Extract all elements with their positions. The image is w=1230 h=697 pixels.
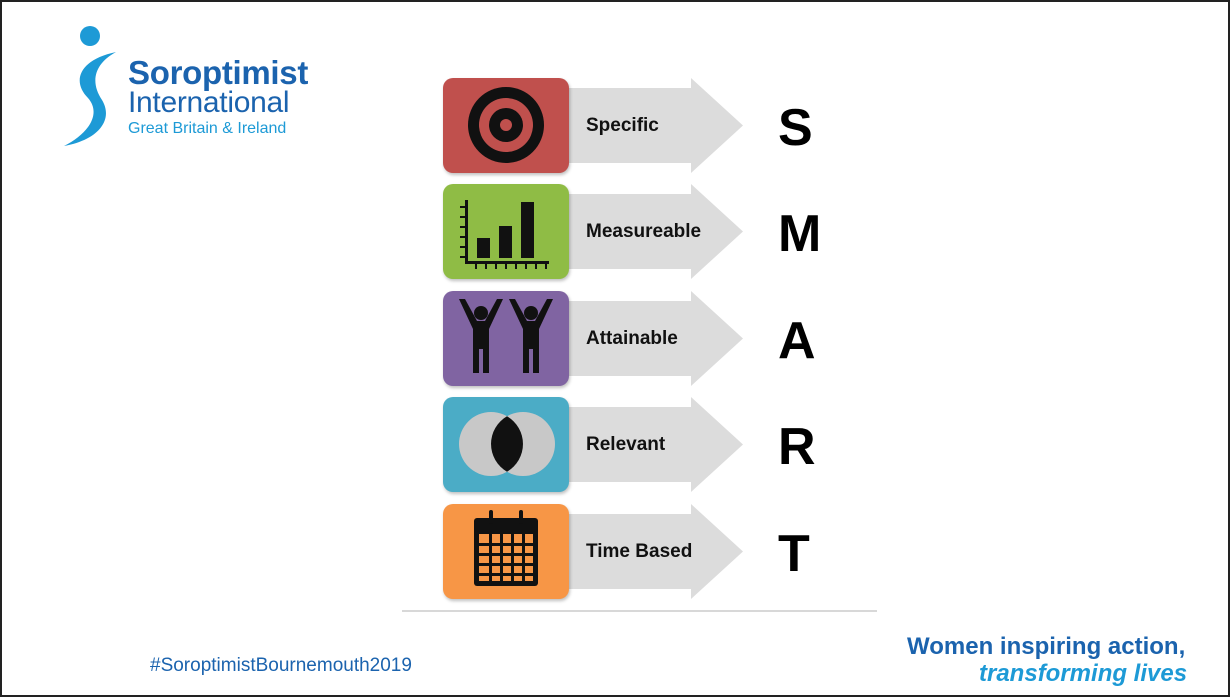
relevant-box (443, 397, 569, 492)
overlapping-circles-icon (459, 412, 555, 476)
people-arms-raised-icon (459, 299, 553, 373)
measureable-box (443, 184, 569, 279)
soroptimist-figure-icon (64, 26, 116, 146)
smart-row-measureable: Measureable M (443, 184, 863, 279)
arrow-shape (543, 291, 743, 386)
smart-row-time-based: Time Based T (443, 504, 863, 599)
bar-chart-icon (460, 200, 549, 269)
tagline-line-1: Women inspiring action, (907, 633, 1186, 660)
smart-label: Time Based (586, 541, 693, 562)
arrow-shape (543, 397, 743, 492)
target-icon (468, 87, 544, 163)
logo-line-1: Soroptimist (128, 54, 309, 91)
smart-label: Attainable (586, 328, 678, 349)
smart-letter: R (778, 418, 816, 476)
smart-letter: S (778, 99, 813, 157)
arrow-shape (543, 184, 743, 279)
divider (402, 610, 877, 612)
specific-box (443, 78, 569, 173)
tagline-line-2: transforming lives (979, 660, 1188, 687)
smart-letter: A (778, 312, 816, 370)
smart-label: Relevant (586, 434, 666, 455)
soroptimist-logo: Soroptimist International Great Britain … (58, 22, 328, 152)
smart-label: Specific (586, 115, 659, 136)
smart-row-attainable: Attainable A (443, 291, 863, 386)
arrow-shape (543, 504, 743, 599)
logo-line-3: Great Britain & Ireland (128, 120, 287, 137)
hashtag: #SoroptimistBournemouth2019 (150, 655, 412, 676)
smart-row-specific: Specific S (443, 78, 863, 173)
smart-letter: M (778, 205, 822, 263)
arrow-shape (543, 78, 743, 173)
smart-row-relevant: Relevant R (443, 397, 863, 492)
logo-line-2: International (128, 86, 290, 119)
smart-letter: T (778, 525, 810, 583)
time-based-box (443, 504, 569, 599)
attainable-box (443, 291, 569, 386)
calendar-icon (474, 510, 538, 586)
smart-label: Measureable (586, 221, 702, 242)
